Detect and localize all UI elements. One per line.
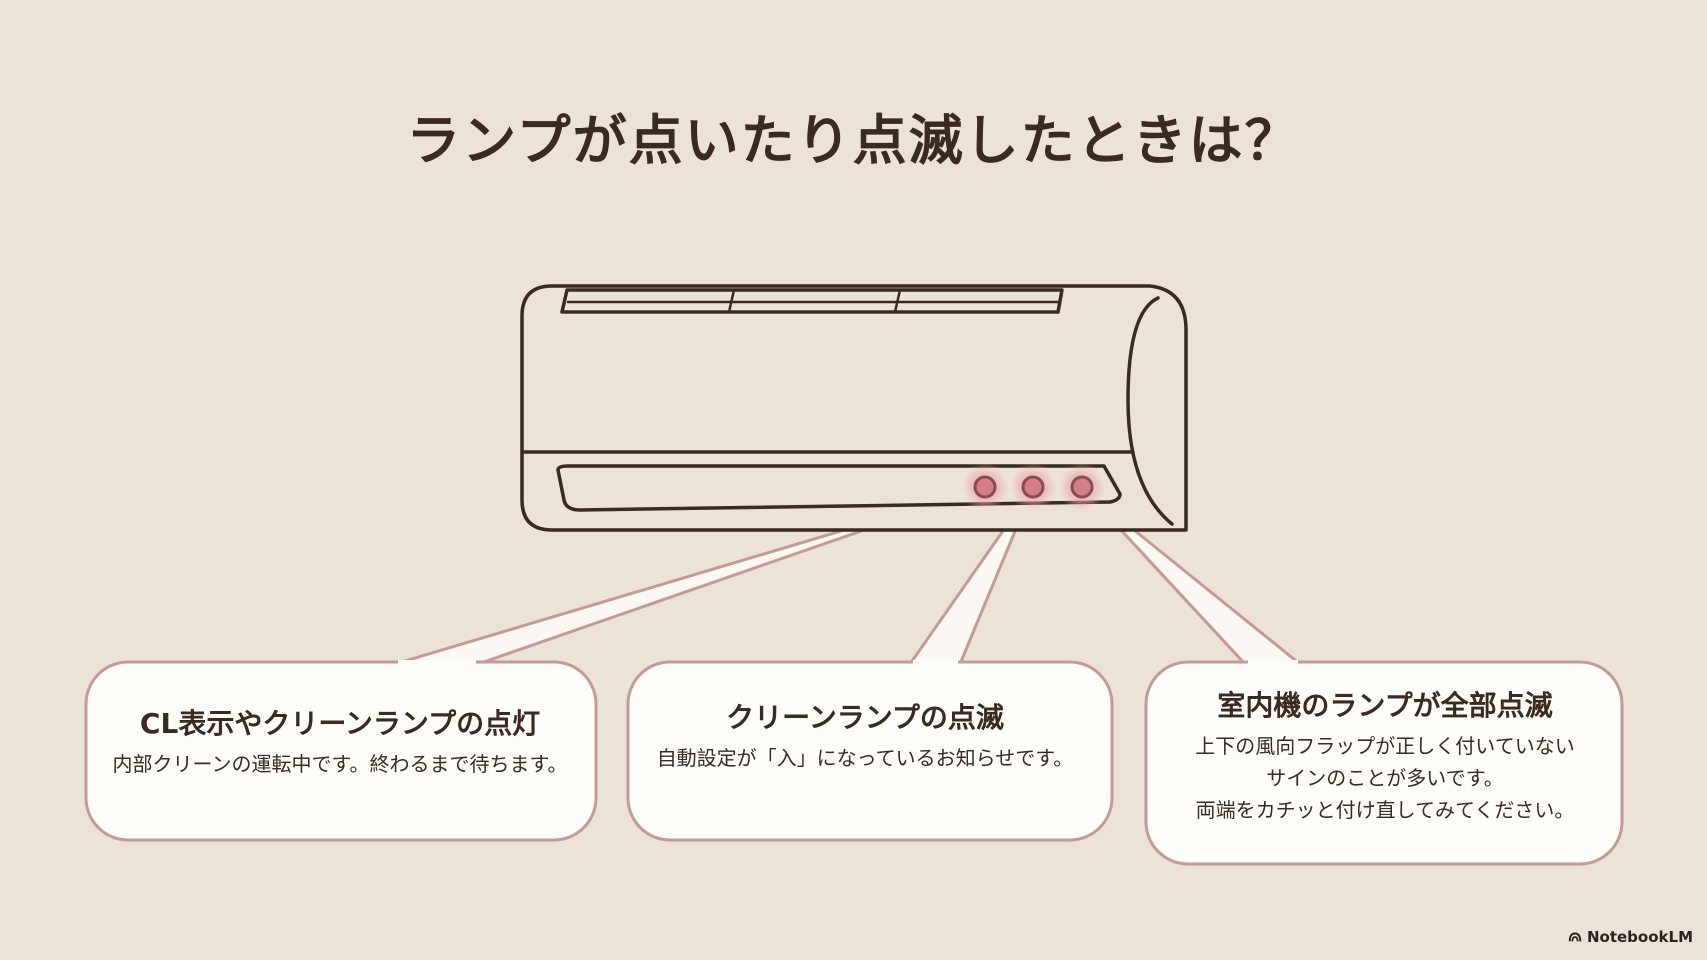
callout-title: CL表示やクリーンランプの点灯	[139, 707, 541, 740]
vent-divider-2	[893, 288, 902, 314]
unit-vent-grille	[560, 288, 1064, 314]
callout-box-1	[84, 660, 598, 842]
callout-title: 室内機のランプが全部点滅	[1217, 689, 1553, 722]
callout-all-lamps-blinking: 室内機のランプが全部点滅 上下の風向フラップが正しく付いていない サインのことが…	[1150, 688, 1620, 826]
callout-title: クリーンランプの点滅	[726, 701, 1004, 734]
callout-boxes	[84, 660, 1624, 866]
callout-body: 自動設定が「入」になっているお知らせです。	[656, 746, 1074, 770]
brand-watermark: NotebookLM	[1568, 928, 1693, 946]
callout-cl-lamp-on: CL表示やクリーンランプの点灯 内部クリーンの運転中です。終わるまで待ちます。	[90, 706, 590, 780]
callout-box-2	[626, 660, 1114, 842]
callout-body: 上下の風向フラップが正しく付いていない サインのことが多いです。 両端をカチッと…	[1195, 734, 1575, 822]
vent-divider-1	[727, 288, 736, 314]
slide-title: ランプが点いたり点滅したときは？	[406, 109, 1301, 172]
lamp-icon	[1009, 463, 1057, 511]
notebooklm-logo-icon	[1568, 932, 1582, 942]
callout-box-3	[1144, 660, 1624, 866]
callout-clean-lamp-blinking: クリーンランプの点滅 自動設定が「入」になっているお知らせです。	[630, 700, 1100, 774]
unit-end-cap	[1126, 296, 1174, 526]
indicator-lamps	[961, 463, 1106, 511]
lamp-icon	[961, 463, 1009, 511]
callout-body: 内部クリーンの運転中です。終わるまで待ちます。	[112, 752, 568, 776]
brand-name: NotebookLM	[1586, 928, 1693, 946]
lamp-icon	[1058, 463, 1106, 511]
